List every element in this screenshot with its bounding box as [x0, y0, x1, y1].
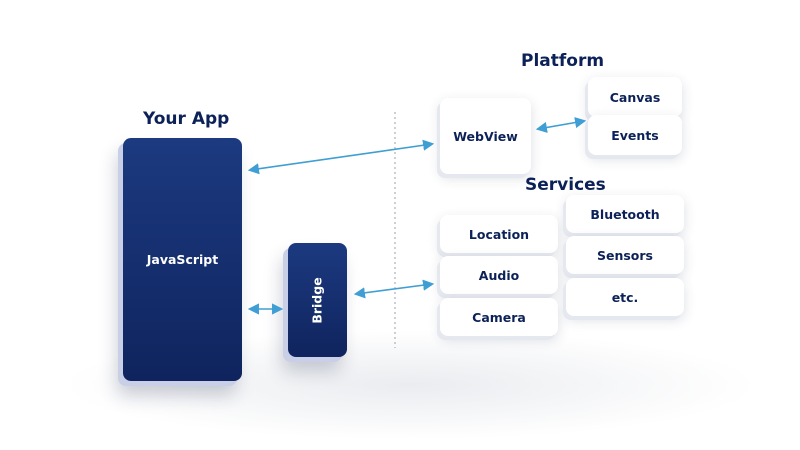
heading-services: Services	[525, 175, 606, 195]
canvas-card: Canvas	[588, 77, 682, 117]
bluetooth-label: Bluetooth	[590, 206, 660, 222]
events-label: Events	[611, 127, 659, 143]
location-card: Location	[440, 215, 558, 253]
arrow-webview-platform	[535, 117, 587, 133]
audio-card: Audio	[440, 256, 558, 294]
events-card: Events	[588, 115, 682, 155]
bluetooth-card: Bluetooth	[566, 195, 684, 233]
sensors-label: Sensors	[596, 247, 653, 263]
camera-label: Camera	[472, 309, 526, 325]
etc-card: etc.	[566, 278, 684, 316]
bridge-box: Bridge	[288, 243, 347, 357]
audio-label: Audio	[478, 267, 520, 283]
webview-card: WebView	[440, 98, 531, 174]
arrow-bridge-services	[353, 279, 435, 299]
heading-platform: Platform	[521, 51, 605, 71]
webview-label: WebView	[453, 128, 518, 144]
arrow-javascript-webview	[247, 139, 435, 175]
location-label: Location	[468, 226, 530, 242]
etc-label: etc.	[611, 289, 639, 305]
heading-your-app: Your App	[143, 109, 230, 129]
canvas-label: Canvas	[609, 89, 661, 105]
javascript-label: JavaScript	[146, 252, 219, 267]
javascript-box: JavaScript	[123, 138, 242, 381]
sensors-card: Sensors	[566, 236, 684, 274]
camera-card: Camera	[440, 298, 558, 336]
